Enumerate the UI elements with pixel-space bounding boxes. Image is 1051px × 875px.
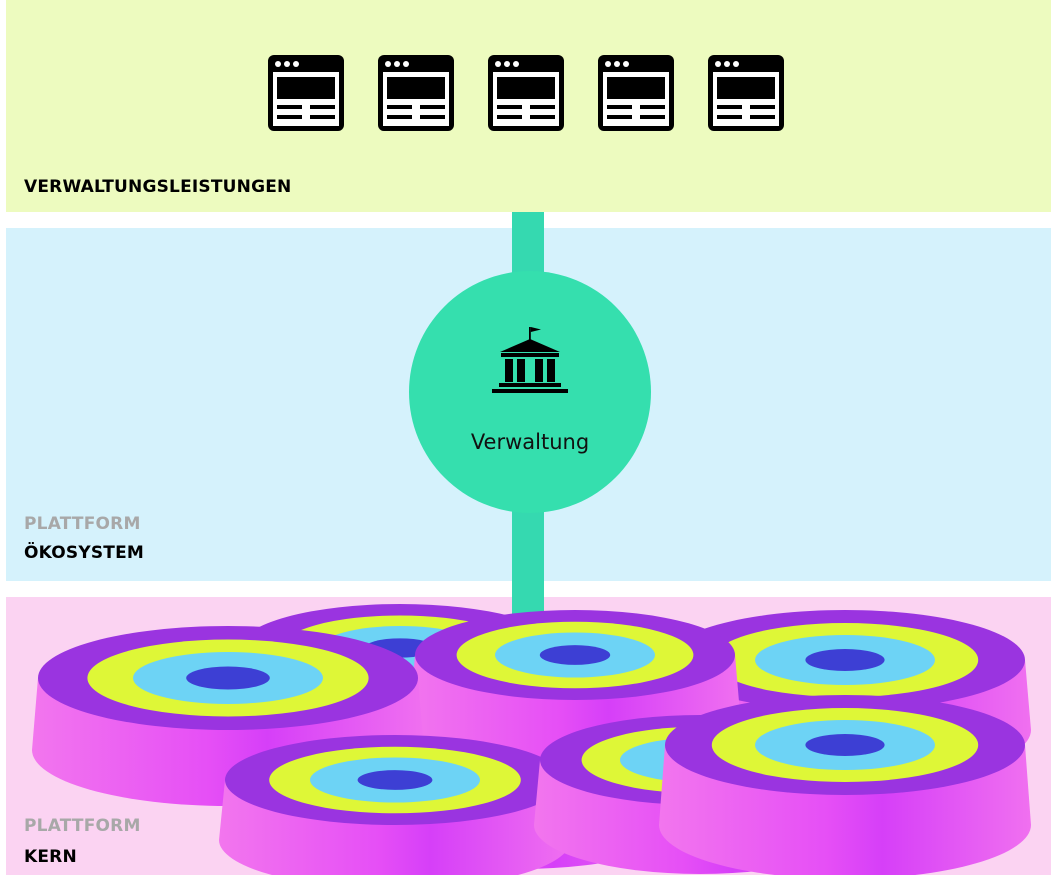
platform-disc (32, 626, 424, 806)
disc-core (357, 770, 433, 790)
core-layer-subtitle: PLATTFORM (24, 816, 141, 836)
disc-core (539, 645, 611, 665)
government-building-icon (492, 327, 568, 393)
platform-disc (219, 735, 571, 875)
disc-core (805, 734, 885, 756)
core-layer-title: KERN (24, 847, 77, 867)
disc-core (805, 649, 885, 671)
ecosystem-layer-title: ÖKOSYSTEM (24, 543, 145, 563)
service-icons (268, 55, 784, 131)
services-layer-title: VERWALTUNGSLEISTUNGEN (24, 177, 292, 197)
browser-window-icon (708, 55, 784, 131)
browser-window-icon (598, 55, 674, 131)
core-discs (32, 604, 1031, 875)
browser-window-icon (378, 55, 454, 131)
disc-core (186, 666, 270, 690)
platform-disc (659, 695, 1031, 875)
browser-window-icon (268, 55, 344, 131)
hub-label: Verwaltung (470, 430, 590, 454)
browser-window-icon (488, 55, 564, 131)
ecosystem-layer-subtitle: PLATTFORM (24, 514, 141, 534)
